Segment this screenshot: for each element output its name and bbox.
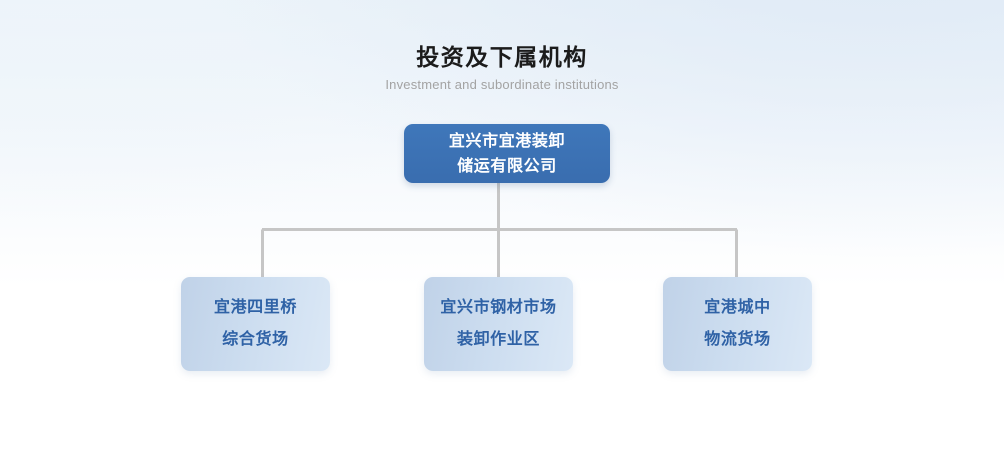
org-node-root-line-1: 宜兴市宜港装卸 xyxy=(448,132,566,150)
org-node-child-3[interactable]: 宜港城中 物流货场 xyxy=(663,277,812,371)
org-node-root-line-2: 储运有限公司 xyxy=(457,157,557,175)
page-subtitle: Investment and subordinate institutions xyxy=(385,77,619,92)
org-node-child-1[interactable]: 宜港四里桥 综合货场 xyxy=(181,277,330,371)
org-node-child-2[interactable]: 宜兴市钢材市场 装卸作业区 xyxy=(424,277,573,371)
org-node-child-2-line-2: 装卸作业区 xyxy=(456,331,540,348)
org-node-child-2-line-1: 宜兴市钢材市场 xyxy=(440,299,557,316)
page-heading: 投资及下属机构 Investment and subordinate insti… xyxy=(0,42,1004,94)
org-node-root[interactable]: 宜兴市宜港装卸 储运有限公司 xyxy=(404,124,610,183)
org-node-child-3-line-1: 宜港城中 xyxy=(704,299,771,316)
page-title: 投资及下属机构 xyxy=(416,44,588,70)
org-node-child-3-line-2: 物流货场 xyxy=(704,331,771,348)
org-node-child-1-line-1: 宜港四里桥 xyxy=(213,299,297,316)
org-node-child-1-line-2: 综合货场 xyxy=(222,331,289,348)
